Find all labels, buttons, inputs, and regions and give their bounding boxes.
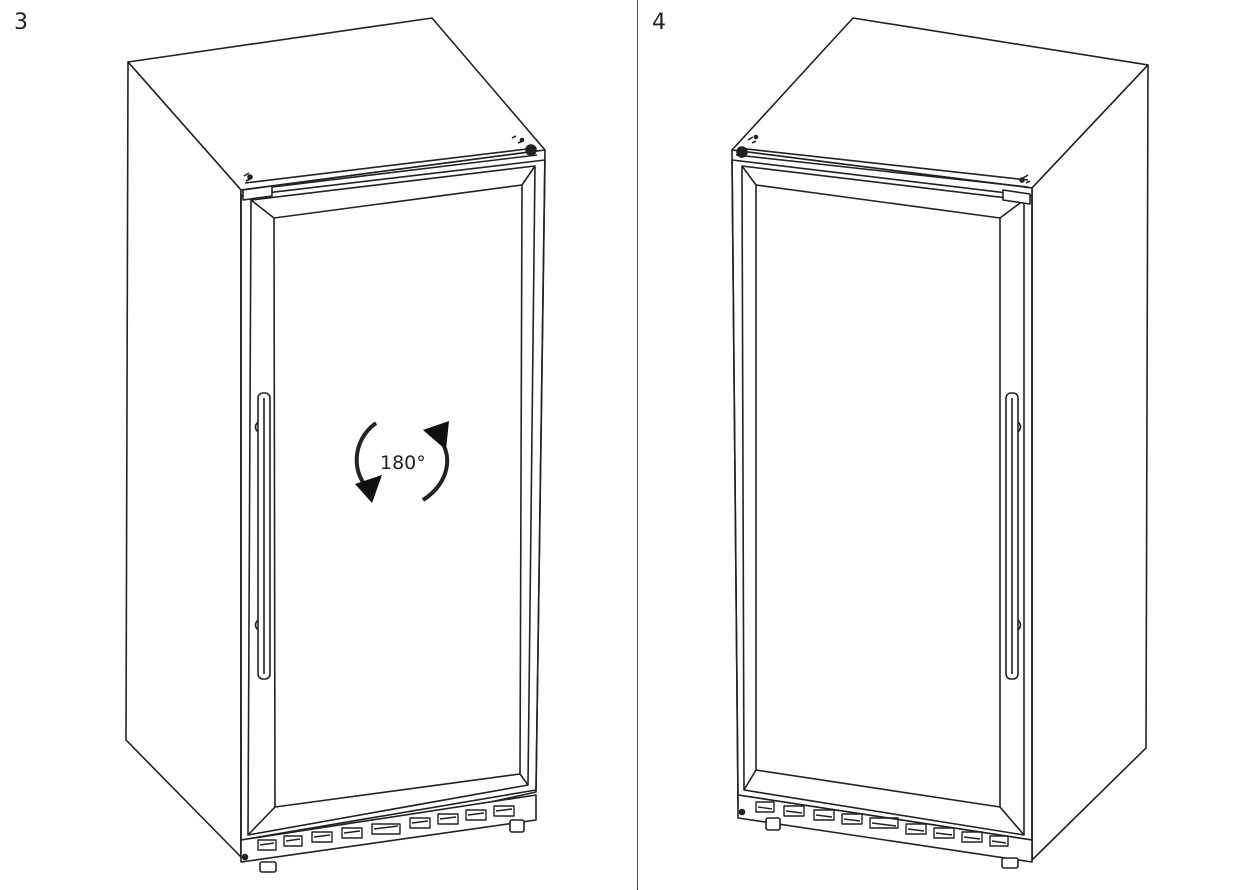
step-number: 3 xyxy=(14,10,28,35)
rotation-label: 180° xyxy=(380,452,426,474)
fridge-illustration-step-4 xyxy=(731,17,1149,869)
panel-divider xyxy=(636,0,638,890)
fridge-illustration-step-3: 180° xyxy=(125,17,546,873)
step-3-panel: 3 xyxy=(14,10,546,873)
step-number: 4 xyxy=(652,10,666,35)
step-4-panel: 4 xyxy=(638,0,1259,890)
